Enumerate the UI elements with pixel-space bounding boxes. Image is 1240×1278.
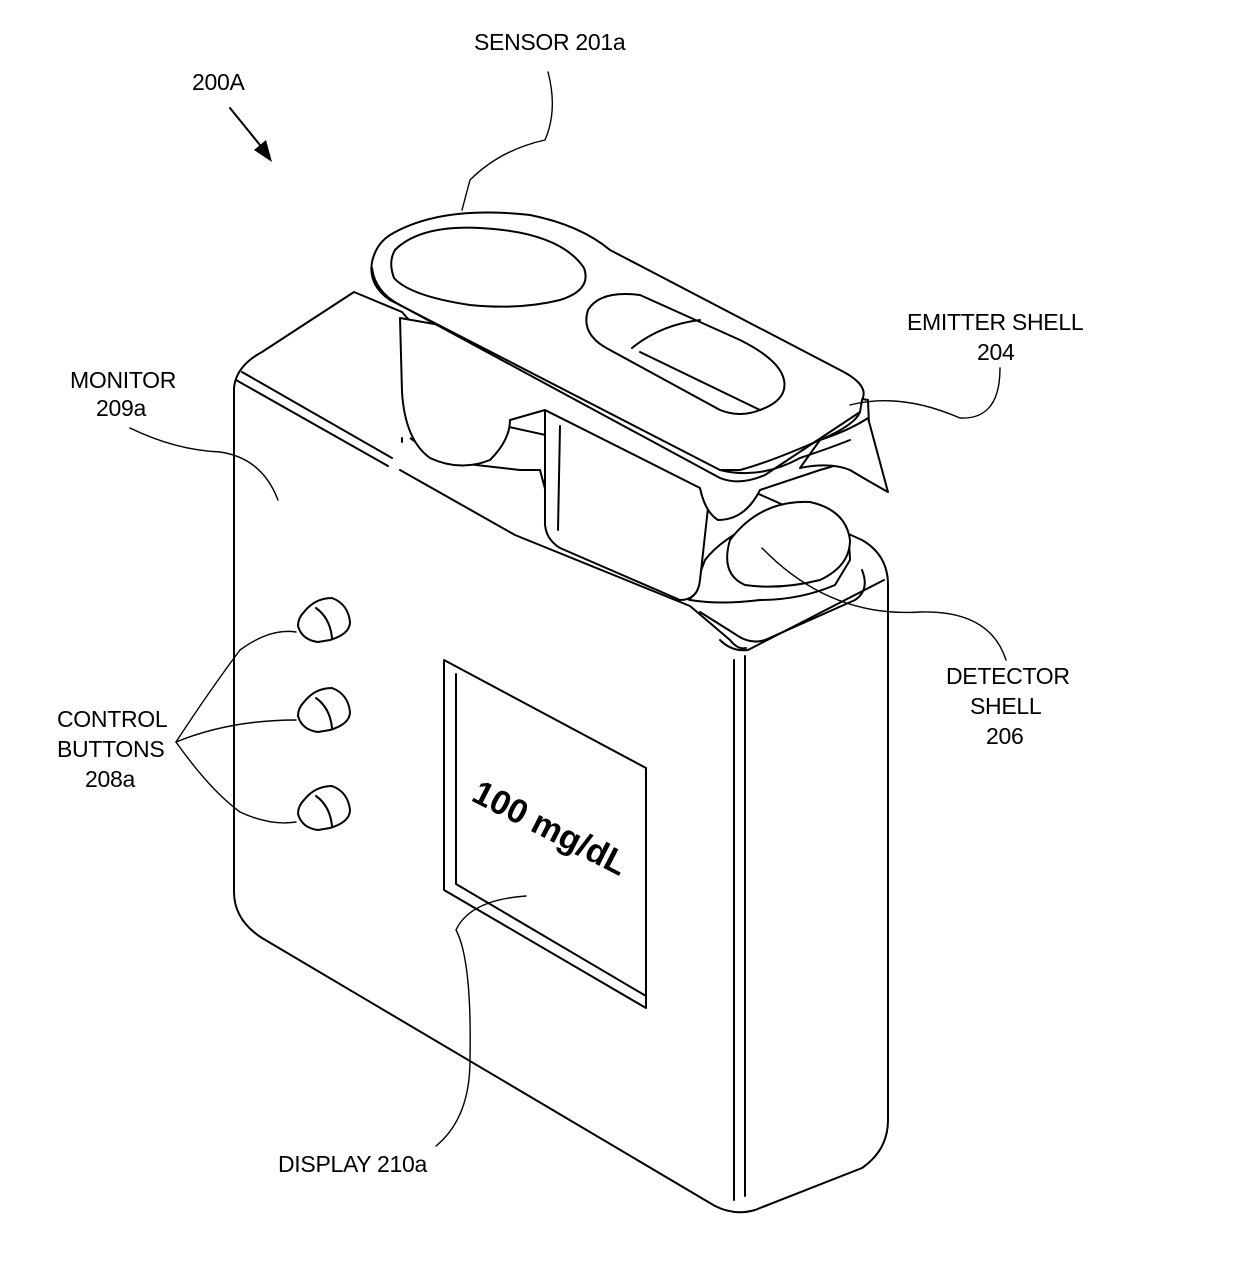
- leader-emitter: [850, 368, 1000, 418]
- leader-sensor: [462, 72, 552, 210]
- label-emitter-2: 204: [977, 339, 1015, 365]
- figure-ref-arrow: [230, 108, 272, 162]
- label-emitter-1: EMITTER SHELL: [907, 309, 1084, 335]
- label-monitor-1: MONITOR: [70, 367, 176, 393]
- figure-ref: 200A: [192, 69, 245, 95]
- label-detector-3: 206: [986, 723, 1023, 749]
- label-control-3: 208a: [85, 766, 135, 792]
- label-detector-2: SHELL: [970, 693, 1042, 719]
- label-detector-1: DETECTOR: [946, 663, 1070, 689]
- label-control-2: BUTTONS: [57, 736, 164, 762]
- label-display: DISPLAY 210a: [278, 1151, 427, 1177]
- label-control-1: CONTROL: [57, 706, 168, 732]
- label-monitor-2: 209a: [96, 395, 146, 421]
- label-sensor: SENSOR 201a: [474, 29, 626, 55]
